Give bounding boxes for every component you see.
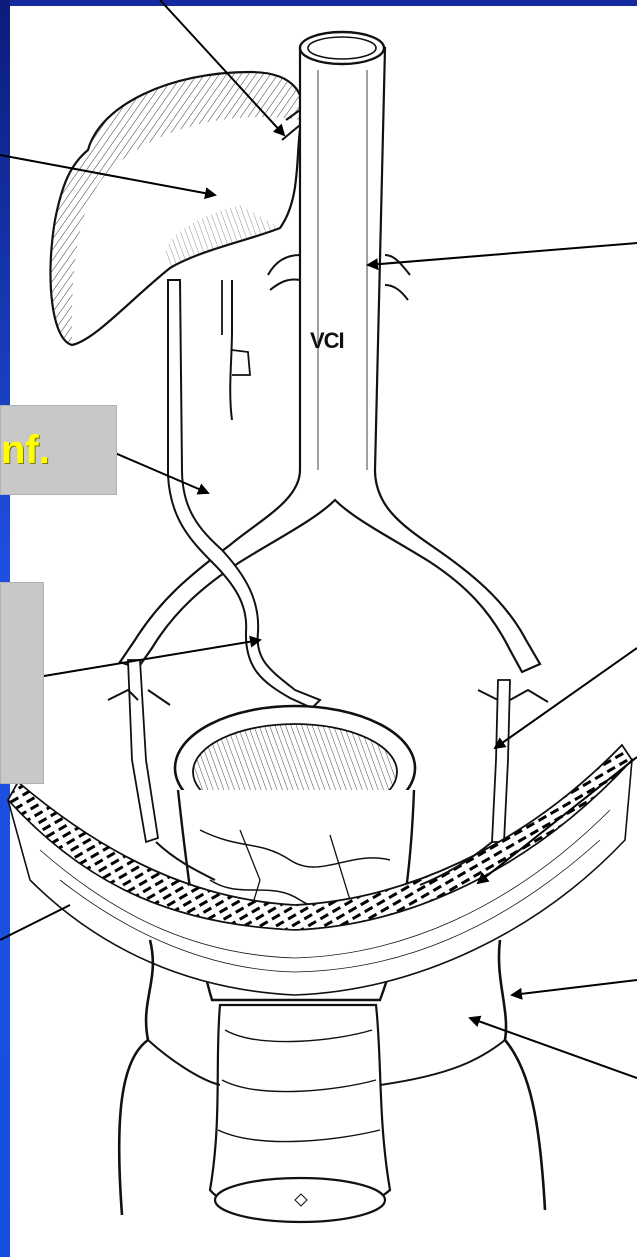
arrow-to-pudendal-vein [512, 980, 637, 995]
arrow-to-vena-cava [368, 243, 637, 265]
callout-text-1: nf. [1, 426, 50, 474]
callout-box-2 [0, 582, 44, 784]
vci-label: VCI [310, 328, 344, 354]
callout-box-1: nf. [0, 405, 117, 495]
arrow-to-levator-ani [0, 905, 70, 940]
anal-canal [210, 1005, 390, 1222]
arrow-to-mesenteric-vein [108, 450, 208, 493]
